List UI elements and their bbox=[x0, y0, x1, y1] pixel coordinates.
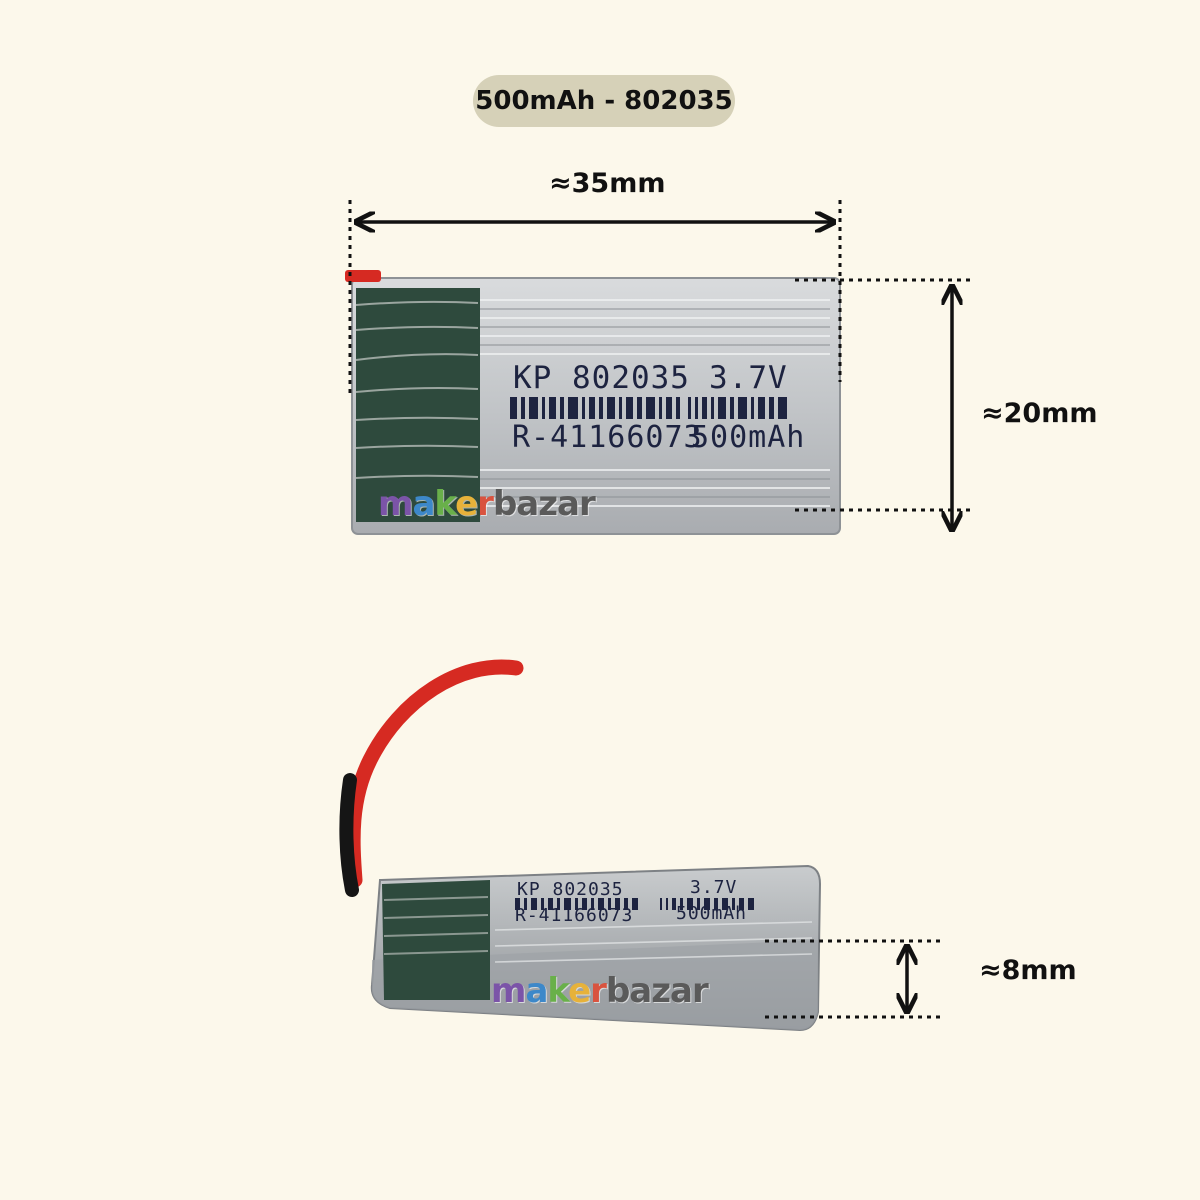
watermark-side: makerbazar bbox=[491, 971, 709, 1011]
label-capacity-top: 500mAh bbox=[691, 420, 806, 455]
black-wire bbox=[339, 773, 359, 897]
side-green-band bbox=[382, 880, 490, 1000]
label-voltage-top: 3.7V bbox=[709, 360, 788, 396]
red-wire bbox=[345, 659, 524, 888]
thickness-dimension-label: ≈8mm bbox=[979, 955, 1077, 986]
thickness-dimension-marker bbox=[765, 939, 940, 1019]
label-voltage-side: 3.7V bbox=[690, 877, 738, 898]
height-dimension-label: ≈20mm bbox=[981, 398, 1098, 429]
title-pill: 500mAh - 802035 bbox=[473, 75, 735, 127]
barcode bbox=[510, 397, 787, 419]
red-wire-stub bbox=[345, 270, 381, 282]
width-dimension-marker bbox=[348, 200, 842, 395]
label-serial-top: R-41166073 bbox=[512, 420, 703, 455]
label-model-top: KP 802035 bbox=[513, 360, 690, 396]
label-model-side: KP 802035 bbox=[517, 879, 624, 900]
title-text: 500mAh - 802035 bbox=[475, 86, 733, 116]
battery-top-view bbox=[345, 270, 841, 535]
battery-side-view bbox=[339, 659, 822, 1032]
width-dimension-label: ≈35mm bbox=[549, 168, 666, 199]
height-dimension-marker bbox=[795, 278, 970, 530]
watermark-top: makerbazar bbox=[378, 484, 596, 524]
label-serial-side: R-41166073 bbox=[515, 905, 634, 926]
label-capacity-side: 500mAh bbox=[676, 903, 748, 924]
